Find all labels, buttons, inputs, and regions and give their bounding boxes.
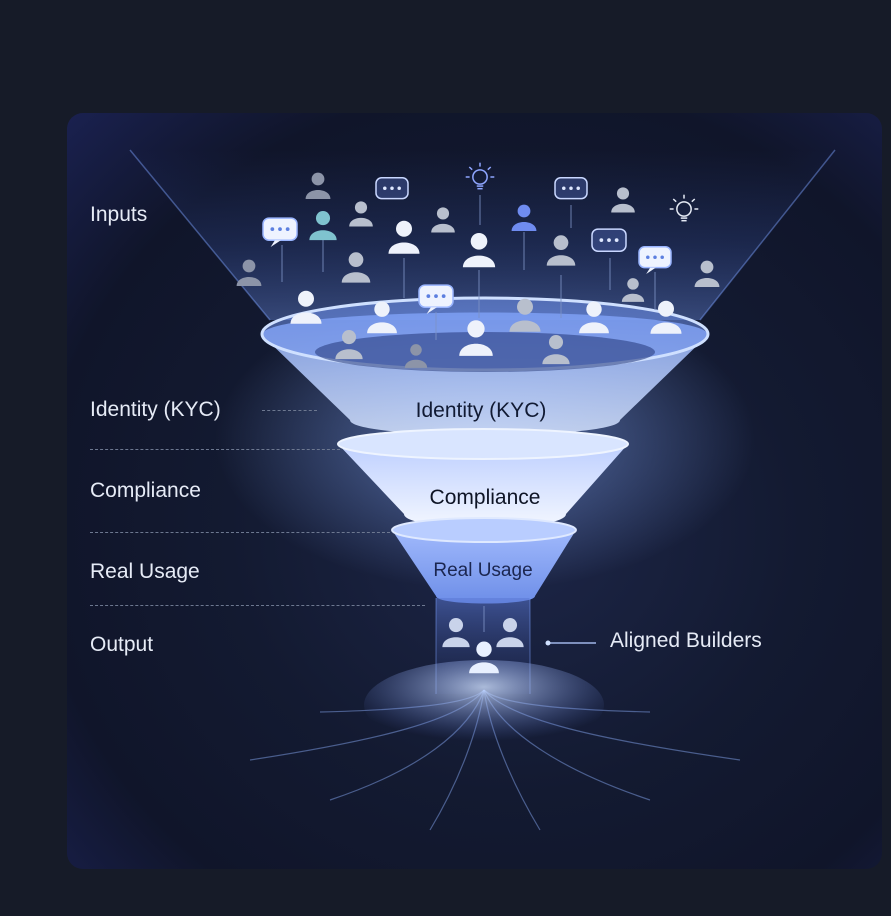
chat-bubble-icon	[375, 177, 409, 200]
chat-bubble-icon	[554, 177, 588, 200]
chat-bubble-icon	[638, 246, 672, 274]
user-icon	[309, 211, 337, 241]
user-icon	[611, 187, 635, 213]
user-icon	[694, 260, 720, 287]
user-icon	[459, 320, 493, 356]
user-icon	[388, 220, 420, 254]
chat-bubble-icon	[418, 284, 454, 314]
lightbulb-icon	[465, 162, 495, 190]
user-icon	[650, 300, 682, 334]
user-icon	[546, 235, 576, 266]
lightbulb-icon	[669, 194, 699, 222]
output-label-aligned-builders: Aligned Builders	[610, 629, 762, 652]
user-icon	[579, 301, 609, 334]
user-icon	[621, 278, 645, 302]
chat-bubble-icon	[591, 228, 627, 252]
user-icon	[509, 298, 541, 332]
divider-identity	[90, 449, 340, 450]
user-icon	[236, 259, 262, 286]
user-icon	[431, 207, 455, 233]
user-icon	[442, 618, 470, 648]
user-icon	[542, 335, 570, 365]
user-icon	[335, 330, 363, 360]
stage-label-inputs: Inputs	[90, 203, 148, 226]
user-icon	[511, 204, 537, 231]
stage-label-output: Output	[90, 633, 154, 656]
user-icon	[341, 252, 371, 283]
user-icon	[305, 172, 331, 199]
divider-identity-connector	[262, 410, 317, 411]
band-label-real-usage: Real Usage	[433, 560, 533, 581]
user-icon	[469, 641, 499, 674]
divider-compliance	[90, 532, 390, 533]
chat-bubble-icon	[262, 217, 298, 247]
stage-label-identity: Identity (KYC)	[90, 398, 221, 421]
user-icon	[290, 290, 322, 324]
band-label-compliance: Compliance	[429, 486, 541, 509]
band-label-identity: Identity (KYC)	[415, 399, 547, 422]
user-icon	[349, 201, 373, 227]
divider-real-usage	[90, 605, 425, 606]
stage-label-real-usage: Real Usage	[90, 560, 200, 583]
user-icon	[367, 301, 397, 334]
user-icon	[462, 232, 496, 268]
user-icon	[404, 344, 428, 368]
user-icon	[496, 618, 524, 648]
stage-label-compliance: Compliance	[90, 479, 201, 502]
